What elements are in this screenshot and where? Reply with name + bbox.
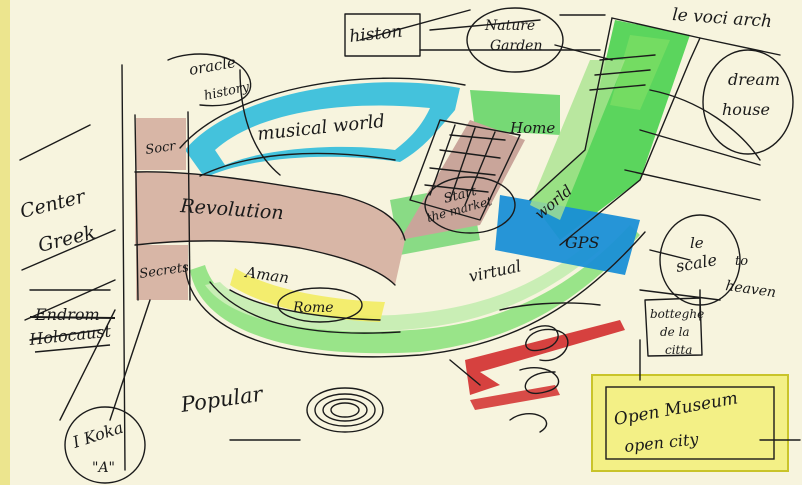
label-popular: Popular	[178, 381, 266, 417]
gps-band	[495, 195, 640, 275]
label-le-voci-arch: le voci arch	[672, 5, 773, 32]
red-stair	[465, 320, 625, 395]
label-history-small: history	[203, 80, 252, 104]
secrets-block	[136, 245, 188, 300]
pink-upper	[400, 120, 525, 240]
yellow-patch	[230, 268, 385, 322]
label-virtual: virtual	[467, 256, 523, 286]
label-oracle: oracle	[188, 53, 238, 79]
label-house: house	[722, 100, 770, 119]
ink-linework	[19, 7, 801, 484]
label-le: le	[690, 234, 704, 252]
label-crossed: Endrom	[34, 305, 100, 324]
green-tower-highlight	[610, 35, 670, 110]
label-scale: scale	[674, 250, 718, 276]
label-nature: Nature	[484, 18, 535, 34]
socr-block	[136, 118, 186, 170]
label-history-box: histon	[348, 22, 403, 47]
cyan-band-inner	[215, 105, 430, 165]
label-garden: Garden	[490, 38, 543, 54]
open-museum-inner	[605, 386, 775, 460]
label-greek: Greek	[36, 221, 98, 256]
green-ring	[190, 225, 640, 354]
open-museum-box	[591, 374, 789, 472]
label-botteghe: botteghe	[650, 307, 704, 321]
label-socr: Socr	[144, 139, 177, 158]
tower-stripe	[530, 60, 625, 220]
label-a: "A"	[92, 460, 115, 476]
label-center: Center	[18, 185, 89, 223]
light-green-ring	[205, 242, 600, 331]
label-gps: GPS	[565, 233, 600, 252]
underline-holocaust	[34, 344, 111, 353]
label-secrets: Secrets	[138, 260, 190, 282]
red-stair-lower	[470, 385, 560, 410]
label-de-la: de la	[660, 325, 690, 339]
label-rome: Rome	[292, 300, 334, 316]
label-holocaust: Holocaust	[27, 321, 112, 349]
label-home: Home	[509, 119, 555, 137]
page-edge	[0, 0, 10, 485]
garden-patch	[470, 90, 560, 135]
label-citta: citta	[665, 343, 692, 357]
label-to: to	[735, 254, 748, 269]
label-heaven: heaven	[724, 278, 777, 301]
strike-through	[29, 316, 116, 319]
label-dream: dream	[728, 70, 780, 89]
label-i-koka: I Koka	[69, 418, 125, 452]
